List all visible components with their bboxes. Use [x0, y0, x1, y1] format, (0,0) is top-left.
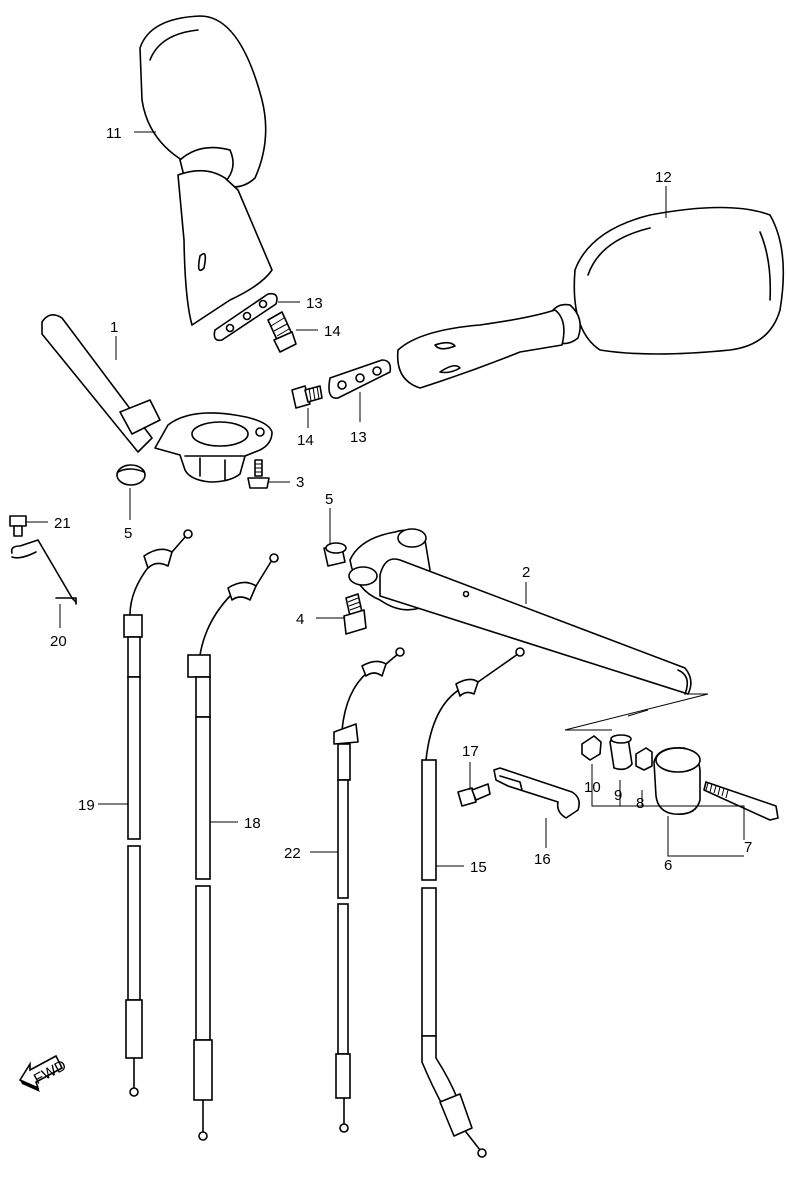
- callout-14: 14: [324, 323, 341, 340]
- leader-lines: [26, 131, 667, 867]
- part-8-nut[interactable]: [635, 747, 653, 771]
- callout-5: 5: [325, 491, 333, 508]
- part-14-bolt-upper[interactable]: [267, 311, 297, 353]
- part-11-left-mirror[interactable]: [139, 15, 273, 326]
- part-15-cable[interactable]: [421, 647, 525, 1158]
- part-22-cable[interactable]: [333, 647, 405, 1133]
- callout-8: 8: [636, 795, 644, 812]
- part-4-bolt[interactable]: [343, 593, 367, 635]
- callout-6: 6: [664, 857, 672, 874]
- callout-4: 4: [296, 611, 304, 628]
- part-20-bracket[interactable]: [10, 539, 77, 605]
- part-19-cable[interactable]: [123, 529, 193, 1097]
- callout-2: 2: [522, 564, 530, 581]
- part-3-bolt[interactable]: [247, 459, 270, 489]
- part-13-mount-plate-left[interactable]: [213, 292, 278, 342]
- callout-12: 12: [655, 169, 672, 186]
- callout-labels: 11 12 1 13 14 14 13 3 5 5 21 20 2 4 17 1…: [50, 125, 752, 876]
- callout-7: 7: [744, 839, 752, 856]
- callout-10: 10: [584, 779, 601, 796]
- callout-3: 3: [296, 474, 304, 491]
- callout-21: 21: [54, 515, 71, 532]
- callout-15: 15: [470, 859, 487, 876]
- part-7-screw[interactable]: [703, 781, 779, 821]
- part-13-mount-plate-right[interactable]: [328, 359, 392, 399]
- callout-14: 14: [297, 432, 314, 449]
- callout-13: 13: [306, 295, 323, 312]
- part-18-cable[interactable]: [187, 553, 279, 1141]
- part-12-right-mirror[interactable]: [396, 206, 785, 389]
- callout-11: 11: [106, 125, 122, 142]
- callout-9: 9: [614, 787, 622, 804]
- part-1-left-handlebar[interactable]: [41, 314, 273, 483]
- callout-16: 16: [534, 851, 551, 868]
- callout-19: 19: [78, 797, 95, 814]
- part-21-bolt[interactable]: [9, 515, 27, 537]
- bar-end-bracket-lines: [591, 764, 745, 857]
- callout-20: 20: [50, 633, 67, 650]
- part-9-collar[interactable]: [609, 734, 633, 771]
- part-17-bolt[interactable]: [457, 783, 491, 807]
- part-5-end-cap-right[interactable]: [323, 542, 347, 567]
- callout-17: 17: [462, 743, 479, 760]
- part-6-bar-end-weight[interactable]: [653, 746, 701, 816]
- part-10-nut[interactable]: [581, 735, 602, 761]
- callout-5: 5: [124, 525, 132, 542]
- fwd-arrow-icon: FWD: [18, 1054, 69, 1092]
- callout-13: 13: [350, 429, 367, 446]
- callout-1: 1: [110, 319, 118, 336]
- callout-18: 18: [244, 815, 261, 832]
- callout-22: 22: [284, 845, 301, 862]
- part-5-end-cap-left[interactable]: [116, 464, 146, 486]
- part-14-bolt-lower[interactable]: [291, 385, 323, 409]
- part-16-cable-guide[interactable]: [493, 767, 580, 819]
- part-2-right-handlebar[interactable]: [348, 528, 709, 731]
